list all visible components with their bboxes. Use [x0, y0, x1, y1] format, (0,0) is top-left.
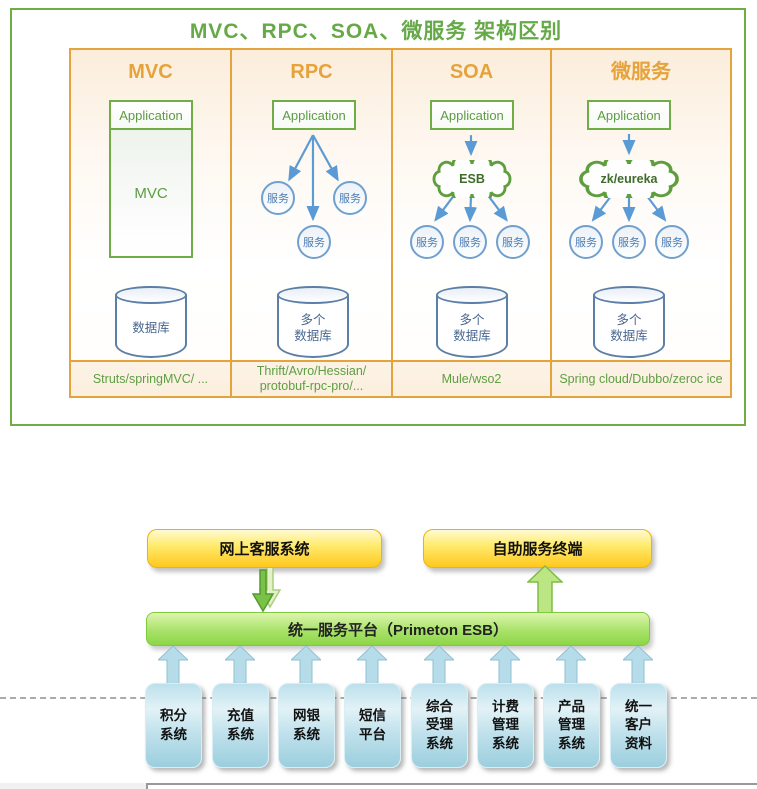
system-box-acceptance: 综合 受理 系统: [411, 683, 468, 768]
system-arrow-up-icon: [490, 646, 520, 690]
next-content-box-edge: [146, 783, 757, 789]
self-service-terminal-box: 自助服务终端: [423, 529, 652, 568]
microservice-registry-label: zk/eureka: [600, 172, 658, 186]
column-mvc-canvas: Application MVC 数据库: [71, 90, 230, 360]
cylinder-body: [436, 295, 508, 358]
architecture-table: MVC Application MVC 数据库 Struts/springMVC…: [69, 48, 732, 398]
rpc-database-cylinder: 多个 数据库: [277, 286, 349, 358]
column-soa-header: SOA: [449, 61, 494, 83]
rpc-application-box: Application: [272, 100, 356, 130]
column-rpc-header: RPC: [290, 61, 333, 83]
microservice-service-node: 服务: [655, 225, 689, 259]
cylinder-body: [115, 295, 187, 358]
system-arrow-up-icon: [158, 646, 188, 690]
soa-service-node: 服务: [496, 225, 530, 259]
microservice-application-box: Application: [587, 100, 671, 130]
double-arrow-down-icon: [251, 568, 282, 613]
system-box-points: 积分 系统: [145, 683, 202, 768]
microservice-database-label: 多个 数据库: [610, 312, 648, 343]
rpc-service-node: 服务: [297, 225, 331, 259]
column-microservice: 微服务 Application: [552, 50, 730, 396]
microservice-service-node: 服务: [569, 225, 603, 259]
microservice-service-node: 服务: [612, 225, 646, 259]
mvc-database-cylinder: 数据库: [115, 286, 187, 358]
system-box-product: 产品 管理 系统: [543, 683, 600, 768]
cylinder-top: [436, 286, 508, 304]
microservice-framework-cell: Spring cloud/Dubbo/zeroc ice: [552, 360, 730, 396]
microservice-database-cylinder: 多个 数据库: [593, 286, 665, 358]
soa-service-node: 服务: [453, 225, 487, 259]
system-arrow-up-icon: [291, 646, 321, 690]
mvc-framework-cell: Struts/springMVC/ ...: [71, 360, 230, 396]
rpc-framework-cell: Thrift/Avro/Hessian/ protobuf-rpc-pro/..…: [232, 360, 391, 396]
system-box-recharge: 充值 系统: [212, 683, 269, 768]
system-arrow-up-icon: [225, 646, 255, 690]
soa-esb-label: ESB: [459, 172, 485, 186]
column-mvc: MVC Application MVC 数据库 Struts/springMVC…: [71, 50, 232, 396]
architecture-diagram-title: MVC、RPC、SOA、微服务 架构区别: [189, 20, 563, 43]
column-soa-canvas: Application ESB 服务 服务 服务 多个 数据库: [393, 90, 550, 360]
column-soa: SOA Application: [393, 50, 552, 396]
system-box-billing: 计费 管理 系统: [477, 683, 534, 768]
column-rpc-canvas: Application 服务 服务 服务 多个 数据库: [232, 90, 391, 360]
bottom-margin-strip: [0, 783, 146, 789]
system-arrow-up-icon: [424, 646, 454, 690]
cloud-icon: [432, 153, 512, 205]
cylinder-body: [277, 295, 349, 358]
column-microservice-canvas: Application zk/eureka 服务 服务 服务 多个 数据库: [552, 90, 730, 360]
system-box-sms: 短信 平台: [344, 683, 401, 768]
rpc-service-node: 服务: [333, 181, 367, 215]
system-arrow-up-icon: [556, 646, 586, 690]
soa-service-node: 服务: [410, 225, 444, 259]
column-rpc: RPC Application 服务 服务 服务: [232, 50, 393, 396]
microservice-registry-cloud: zk/eureka: [575, 153, 683, 205]
soa-application-box: Application: [430, 100, 514, 130]
cylinder-top: [115, 286, 187, 304]
system-arrow-up-icon: [357, 646, 387, 690]
soa-esb-cloud: ESB: [426, 153, 518, 205]
online-customer-service-box: 网上客服系统: [147, 529, 382, 568]
rpc-service-node: 服务: [261, 181, 295, 215]
system-box-customer: 统一 客户 资料: [610, 683, 667, 768]
cylinder-top: [277, 286, 349, 304]
soa-database-label: 多个 数据库: [453, 312, 491, 343]
unified-service-platform-box: 统一服务平台（Primeton ESB）: [146, 612, 650, 646]
mvc-body-box: MVC: [109, 130, 193, 258]
column-microservice-header: 微服务: [611, 61, 671, 83]
soa-framework-cell: Mule/wso2: [393, 360, 550, 396]
system-box-ebank: 网银 系统: [278, 683, 335, 768]
system-arrow-up-icon: [623, 646, 653, 690]
soa-database-cylinder: 多个 数据库: [436, 286, 508, 358]
cylinder-body: [593, 295, 665, 358]
arrow-up-icon: [527, 565, 563, 613]
rpc-database-label: 多个 数据库: [294, 312, 332, 343]
cylinder-top: [593, 286, 665, 304]
mvc-database-label: 数据库: [132, 320, 170, 335]
column-mvc-header: MVC: [128, 61, 173, 83]
mvc-application-box: Application: [109, 100, 193, 130]
